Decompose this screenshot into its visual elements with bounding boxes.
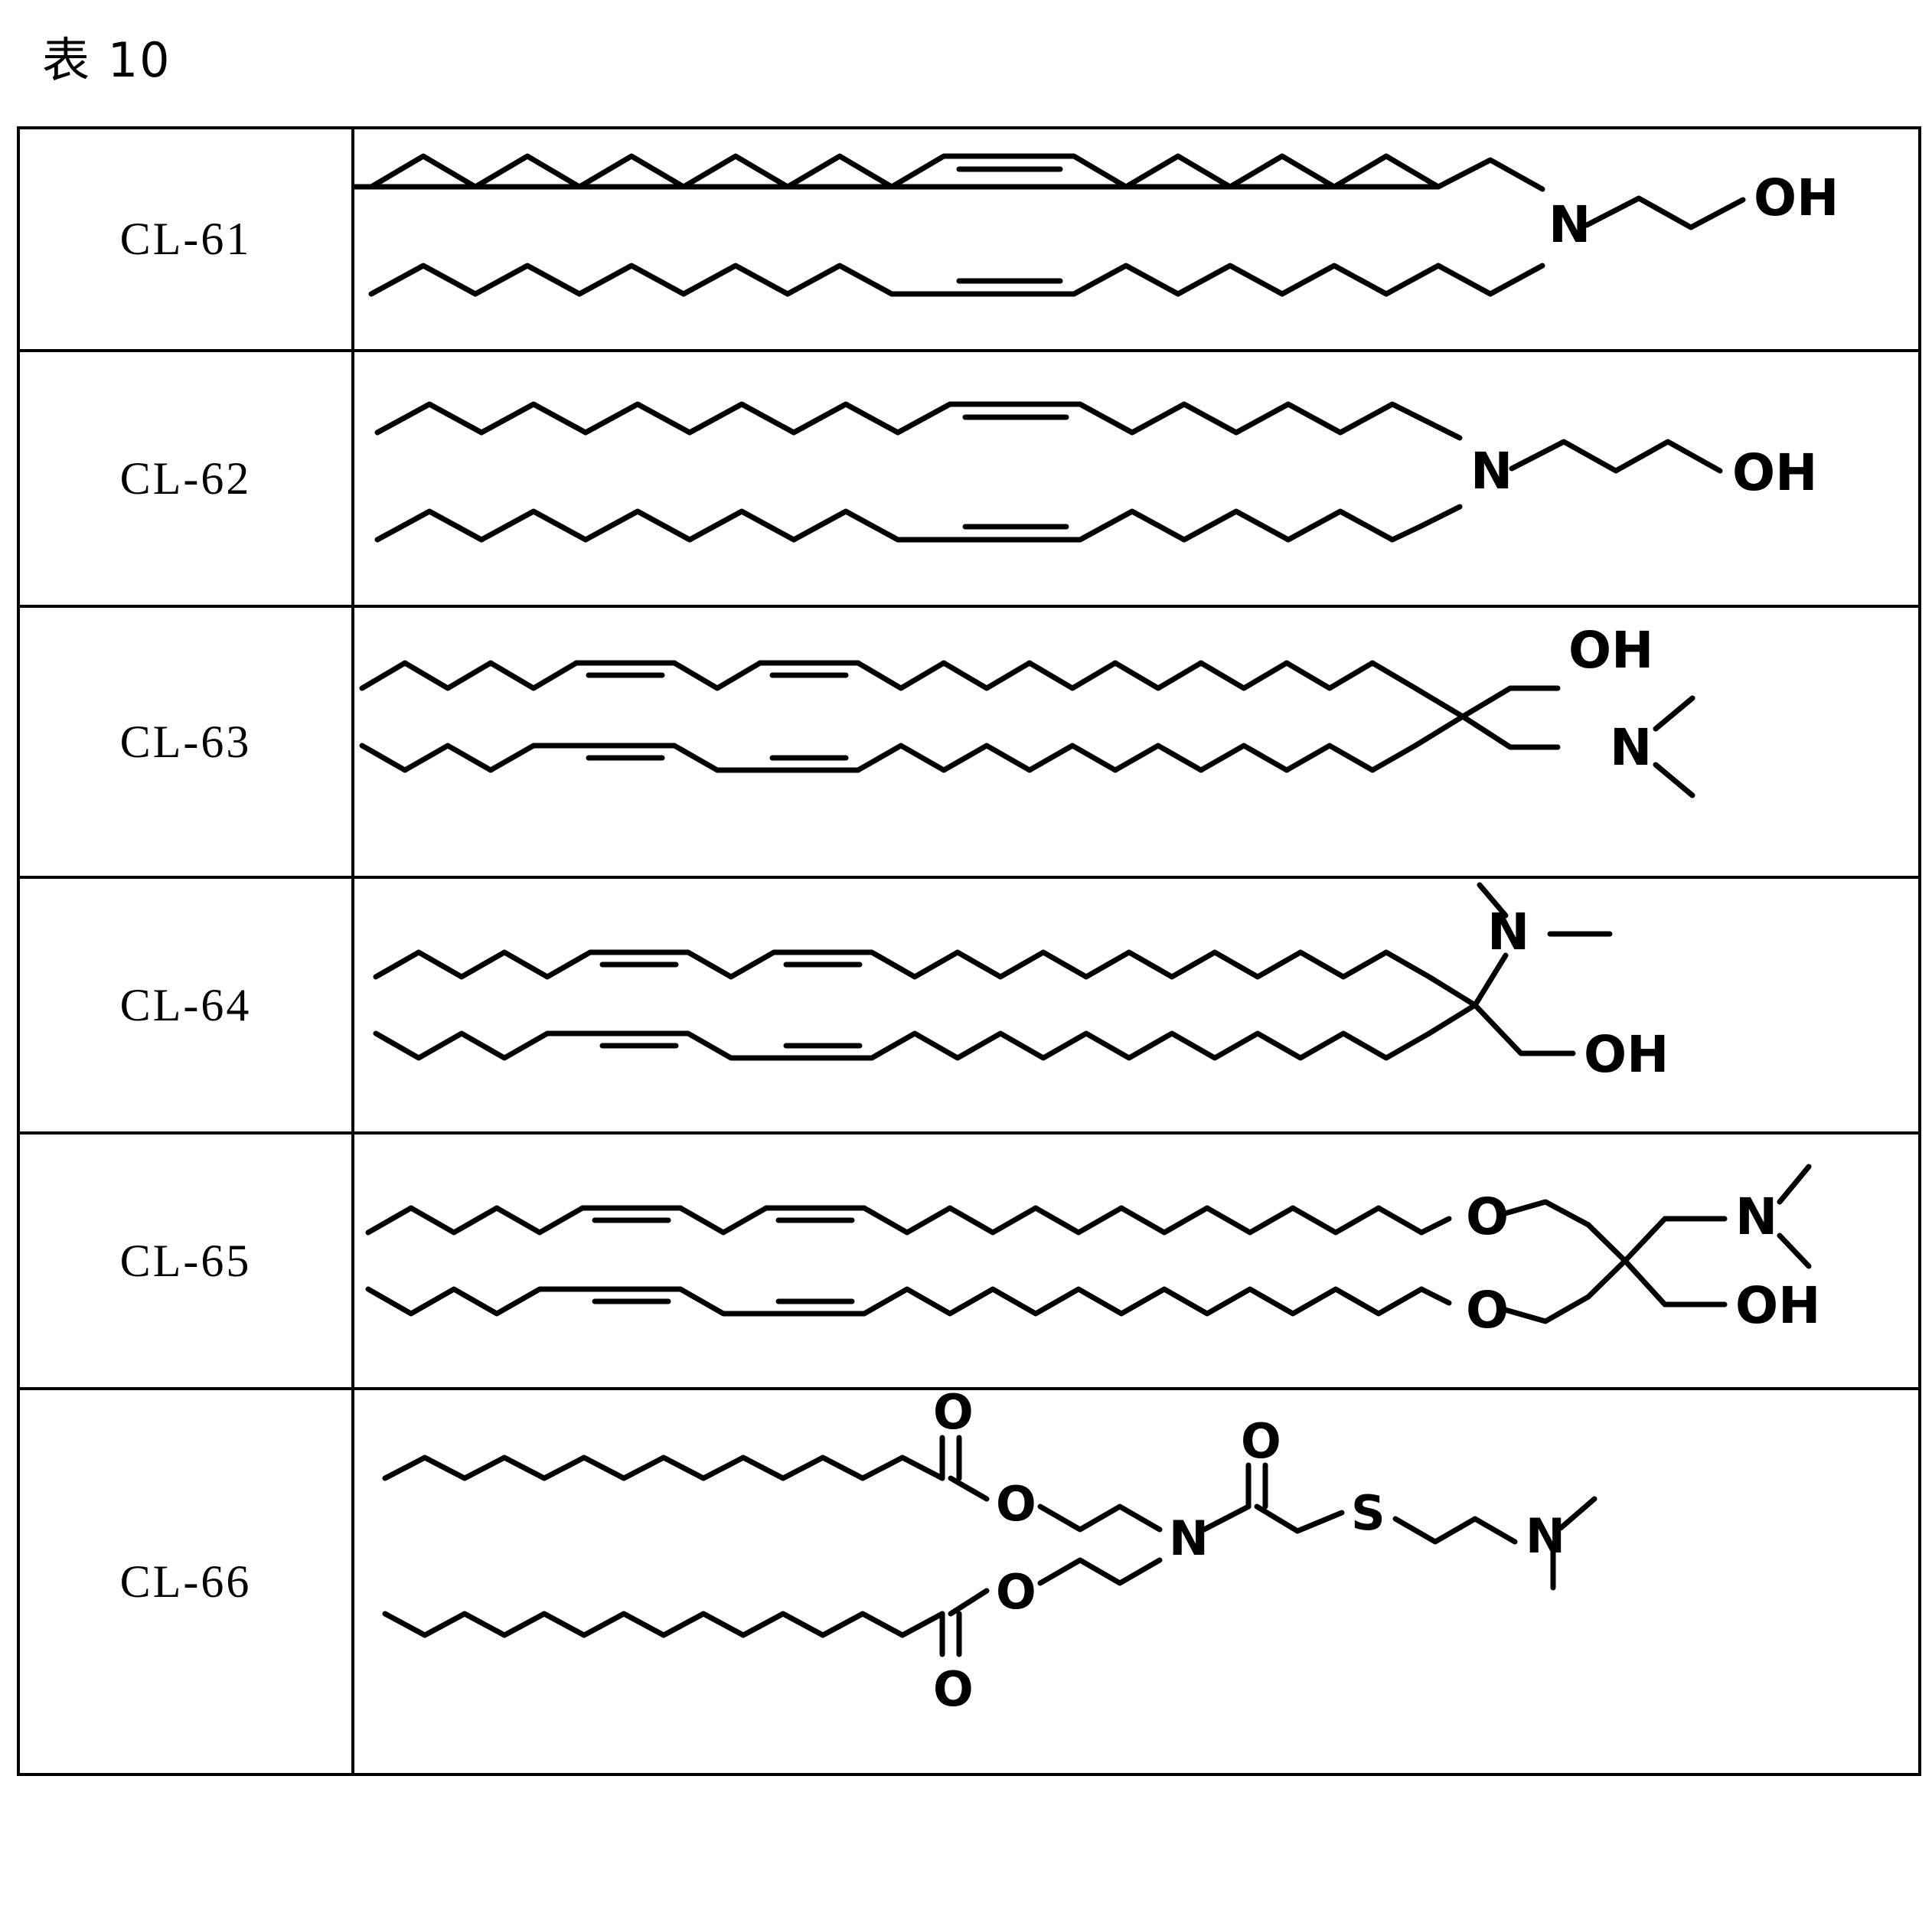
hydroxyl-label: OH [1754, 168, 1839, 227]
table-caption: 表 10 [42, 32, 171, 88]
structure-cell-cl-64: N OH [351, 876, 1921, 1135]
chemical-structure-cl-61: N OH [354, 153, 1839, 297]
structure-cell-cl-63: OH N [351, 605, 1921, 879]
ester-oxygen-upper: O [996, 1476, 1036, 1532]
ester-oxygen-lower: O [996, 1564, 1036, 1620]
structure-cell-cl-65: O O N OH [351, 1131, 1921, 1390]
terminal-nitrogen-label: N [1526, 1508, 1565, 1564]
table-row: CL-64 [17, 876, 1921, 1135]
nitrogen-label: N [1735, 1187, 1777, 1246]
nitrogen-label: N [1487, 903, 1529, 962]
chemical-structure-cl-65: O O N OH [365, 1164, 1820, 1340]
structure-cell-cl-62: N OH [351, 349, 1921, 608]
chemical-structure-cl-66: O O N O S N O O [382, 1390, 1597, 1717]
oxygen-label-upper: O [1466, 1187, 1509, 1246]
table-row: CL-62 N OH [17, 349, 1921, 608]
table-row: CL-63 [17, 605, 1921, 879]
amide-nitrogen-label: N [1169, 1510, 1209, 1566]
chemical-structure-cl-62: N OH [374, 401, 1817, 543]
table-row: CL-65 [17, 1131, 1921, 1390]
table-row: CL-66 [17, 1387, 1921, 1776]
compound-id-cell: CL-64 [17, 876, 354, 1135]
compound-id-cell: CL-63 [17, 605, 354, 879]
carbonyl-oxygen-upper: O [933, 1390, 974, 1440]
hydroxyl-label: OH [1584, 1025, 1669, 1084]
structure-cell-cl-66: O O N O S N O O [351, 1387, 1921, 1776]
nitrogen-label: N [1470, 442, 1513, 501]
hydroxyl-label: OH [1735, 1276, 1820, 1335]
compound-id-cell: CL-66 [17, 1387, 354, 1776]
compound-structure-table: CL-61 [17, 126, 1921, 1776]
compound-id-cell: CL-65 [17, 1131, 354, 1390]
compound-id-cell: CL-62 [17, 349, 354, 608]
table-row: CL-61 [17, 126, 1921, 352]
sulfur-label: S [1351, 1485, 1385, 1541]
amide-carbonyl-oxygen: O [1241, 1413, 1281, 1469]
chemical-structure-cl-63: OH N [359, 621, 1695, 798]
nitrogen-label: N [1610, 718, 1652, 777]
nitrogen-label: N [1549, 195, 1591, 254]
structure-cell-cl-61: N OH [351, 126, 1921, 352]
chemical-structure-cl-64: N OH [373, 882, 1669, 1084]
hydroxyl-label: OH [1732, 443, 1817, 502]
oxygen-label-lower: O [1466, 1281, 1509, 1340]
hydroxyl-label: OH [1568, 621, 1653, 680]
compound-id-cell: CL-61 [17, 126, 354, 352]
carbonyl-oxygen-lower: O [933, 1661, 974, 1717]
table-body: CL-61 [17, 126, 1921, 1776]
